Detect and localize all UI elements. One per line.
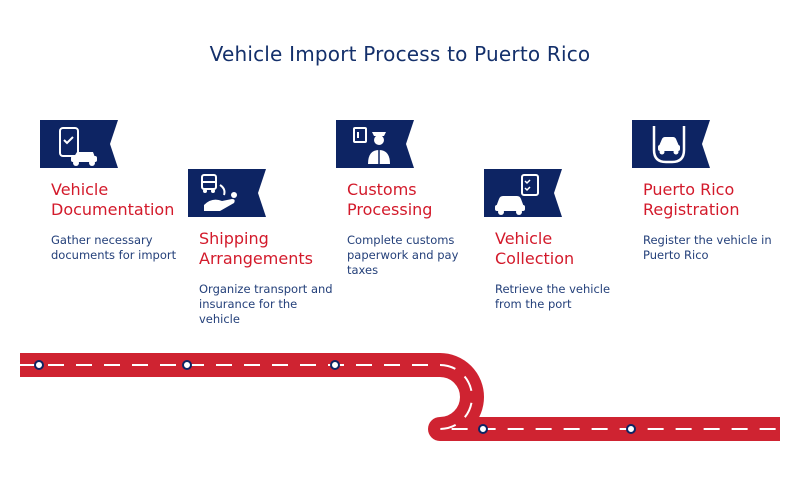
- milestone-dot: [34, 360, 44, 370]
- milestone-dot: [182, 360, 192, 370]
- phone-car-icon: [40, 120, 118, 168]
- diagram-title: Vehicle Import Process to Puerto Rico: [209, 42, 591, 66]
- milestone-dot: [330, 360, 340, 370]
- step-description: Complete customs paperwork and pay taxes: [347, 233, 459, 277]
- milestone-dot: [478, 424, 488, 434]
- step-description: Organize transport and insurance for the…: [199, 282, 333, 326]
- step-description: Register the vehicle in Puerto Rico: [643, 233, 772, 262]
- bus-hand-icon: [188, 169, 266, 217]
- milestone-dot: [626, 424, 636, 434]
- step-description: Retrieve the vehicle from the port: [495, 282, 611, 311]
- car-checklist-icon: [484, 169, 562, 217]
- step-description: Gather necessary documents for import: [51, 233, 177, 262]
- car-badge-icon: [632, 120, 710, 168]
- customs-officer-icon: [336, 120, 414, 168]
